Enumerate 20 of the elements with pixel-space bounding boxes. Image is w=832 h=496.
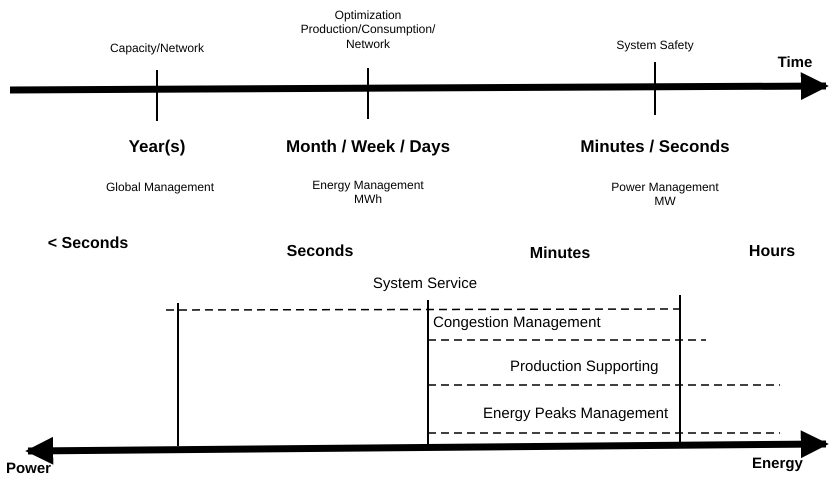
axis-title: Energy xyxy=(752,455,803,473)
duration-label: Hours xyxy=(748,242,796,262)
time-scale-label: Minutes / Seconds xyxy=(580,137,730,158)
axis-note: System Safety xyxy=(616,38,694,52)
management-label: Energy Management MWh xyxy=(311,178,425,207)
time-scale-label: Month / Week / Days xyxy=(286,137,450,158)
duration-label: < Seconds xyxy=(48,234,128,254)
service-label: Energy Peaks Management xyxy=(483,405,668,423)
axis-title: Time xyxy=(778,54,812,72)
axis-note: Optimization Production/Consumption/ Network xyxy=(300,8,436,52)
management-label: Power Management MW xyxy=(610,180,720,209)
management-label: Global Management xyxy=(106,180,214,194)
axis-title: Power xyxy=(6,460,52,478)
service-label: Congestion Management xyxy=(433,314,601,332)
duration-label: Seconds xyxy=(286,242,354,262)
duration-label: Minutes xyxy=(530,244,590,264)
service-label: Production Supporting xyxy=(510,358,658,376)
time-scale-label: Year(s) xyxy=(128,137,186,158)
axis-note: Capacity/Network xyxy=(110,41,204,56)
service-label: System Service xyxy=(372,275,478,293)
